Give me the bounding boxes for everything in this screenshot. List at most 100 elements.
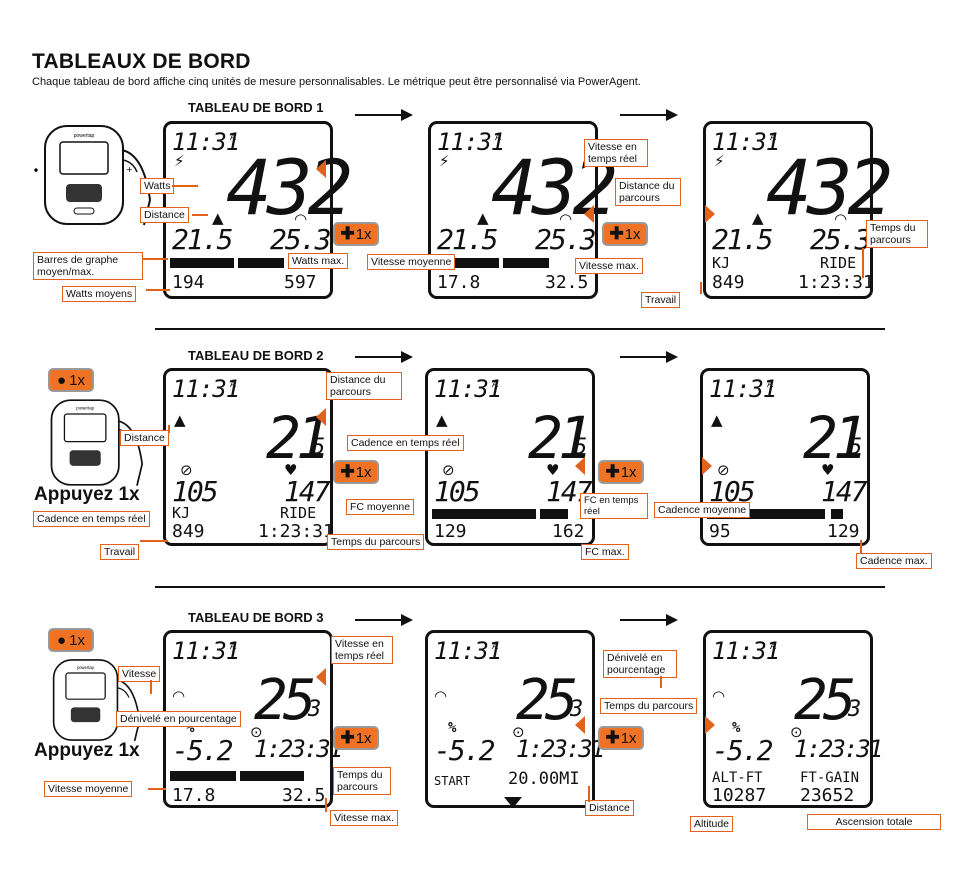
right-label: RIDE	[280, 504, 317, 522]
bottom-left-value: 129	[434, 521, 467, 542]
right-mid-value: 25.3	[810, 223, 871, 256]
callout-speed-max: Vitesse max.	[575, 258, 643, 274]
powertap-device-icon: powertap	[50, 399, 144, 486]
plus-button[interactable]: ✚1x	[602, 222, 648, 246]
clock-ampm: A	[230, 132, 237, 142]
bottom-right-value: 32.5	[282, 785, 326, 806]
cadence-icon: ⊘	[717, 461, 730, 479]
distance-icon: ▲	[212, 209, 224, 227]
speedometer-icon: ◠	[559, 210, 573, 228]
big-sub-value: 5	[849, 435, 862, 460]
big-sub-value: 5	[312, 435, 325, 460]
plus-button[interactable]: ✚1x	[333, 460, 379, 484]
arrow-right-icon	[355, 351, 413, 363]
bottom-left-value: 194	[172, 272, 205, 293]
screen-d1-s3: 11:31 A ⚡ 432 ▲ ◠ 21.5 25.3 KJ RIDE 849 …	[703, 121, 893, 299]
dot-button[interactable]: ●1x	[48, 628, 94, 652]
plus-button[interactable]: ✚1x	[598, 726, 644, 750]
big-sub-value: 3	[308, 697, 321, 722]
dashboard-3-title: TABLEAU DE BORD 3	[188, 610, 324, 625]
avg-bar	[170, 258, 234, 268]
right-mid-value: 1:23:31	[794, 735, 883, 763]
callout-trip-distance: Distance du parcours	[615, 178, 681, 206]
page-subtitle: Chaque tableau de bord affiche cinq unit…	[32, 76, 641, 88]
clock-icon: ⊙	[790, 723, 803, 741]
big-value: 21	[803, 404, 868, 472]
right-mid-value: 1:23:31	[254, 735, 343, 763]
left-mid-value: 21.5	[172, 223, 233, 256]
pointer-marker	[316, 408, 326, 426]
svg-text:powertap: powertap	[77, 665, 95, 670]
left-label: KJ	[172, 504, 191, 522]
callout-watts-max: Watts max.	[288, 253, 349, 269]
plus-button[interactable]: ✚1x	[333, 726, 379, 750]
clock-ampm: A	[767, 379, 774, 389]
clock-time: 11:31	[437, 128, 505, 156]
callout-cadence-realtime-2: Cadence en temps réel	[347, 435, 464, 451]
plus-icon: ✚	[609, 224, 624, 243]
percent-sign: %	[732, 720, 741, 736]
bottom-right-value: 23652	[800, 785, 855, 806]
bottom-left-value: 17.8	[172, 785, 216, 806]
right-mid-value: 25.3	[270, 223, 331, 256]
clock-ampm: A	[770, 641, 777, 651]
svg-text:powertap: powertap	[76, 406, 94, 411]
down-arrow-icon	[504, 797, 522, 808]
powertap-device-icon: powertap	[52, 659, 141, 742]
heart-icon: ♥	[546, 461, 560, 479]
left-mid-value: 21.5	[437, 223, 498, 256]
bottom-right-value: 162	[552, 521, 585, 542]
pointer-marker	[705, 716, 715, 734]
callout-speed-realtime: Vitesse en temps réel	[331, 636, 393, 664]
callout-grade: Dénivelé en pourcentage	[116, 711, 241, 727]
bottom-right-value: 1:23:31	[258, 521, 334, 542]
left-mid-value: 105	[709, 475, 756, 508]
lightning-icon: ⚡	[714, 152, 725, 170]
pointer-marker	[584, 205, 594, 223]
clock-time: 11:31	[172, 375, 240, 403]
plus-button[interactable]: ✚1x	[333, 222, 379, 246]
bottom-right-value: 129	[827, 521, 860, 542]
bottom-left-value: 95	[709, 521, 731, 542]
left-label: KJ	[712, 254, 731, 272]
big-value: 432	[766, 143, 893, 232]
dashboard-2-title: TABLEAU DE BORD 2	[188, 348, 324, 363]
pointer-marker	[316, 668, 326, 686]
left-mid-value: -5.2	[172, 734, 233, 767]
callout-hr-avg: FC moyenne	[346, 499, 415, 515]
press-label: Appuyez 1x	[34, 484, 140, 505]
screen-d1-s1: 11:31 A ⚡ 432 ▲ ◠ 21.5 25.3 194 597	[163, 121, 353, 299]
pointer-marker	[316, 160, 326, 178]
max-bar	[503, 258, 549, 268]
clock-time: 11:31	[434, 637, 502, 665]
clock-time: 11:31	[172, 637, 240, 665]
speedometer-icon: ◠	[712, 687, 726, 705]
arrow-right-icon	[620, 109, 678, 121]
arrow-right-icon	[355, 614, 413, 626]
page-title: TABLEAUX DE BORD	[32, 50, 251, 73]
left-mid-value: -5.2	[712, 734, 773, 767]
speedometer-icon: ◠	[172, 687, 186, 705]
bottom-left-value: 849	[712, 272, 745, 293]
callout-speed-realtime: Vitesse en temps réel	[584, 139, 648, 167]
clock-ampm: A	[230, 641, 237, 651]
lightning-icon: ⚡	[439, 152, 450, 170]
svg-text:+: +	[126, 165, 133, 174]
clock-ampm: A	[770, 132, 777, 142]
screen-d2-s2: 11:31 A ▲ 21 5 ⊘ ♥ 105 147 129 162	[425, 368, 595, 546]
distance-icon: ▲	[477, 209, 489, 227]
plus-button[interactable]: ✚1x	[598, 460, 644, 484]
bottom-right-value: 1:23:31	[798, 272, 874, 293]
clock-icon: ⊙	[512, 723, 525, 741]
clock-icon: ⊙	[250, 723, 263, 741]
powertap-device-icon: powertap ⦁ +	[34, 125, 152, 226]
pointer-marker	[575, 457, 585, 475]
left-mid-value: 105	[172, 475, 219, 508]
plus-icon: ✚	[340, 462, 355, 481]
screen-d3-s2: 11:31 A ◠ 25 3 % ⊙ -5.2 1:23:31 START 20…	[425, 630, 605, 808]
callout-distance: Distance	[140, 207, 189, 223]
dot-button[interactable]: ●1x	[48, 368, 94, 392]
divider	[155, 328, 885, 330]
clock-ampm: A	[492, 641, 499, 651]
speedometer-icon: ◠	[434, 687, 448, 705]
